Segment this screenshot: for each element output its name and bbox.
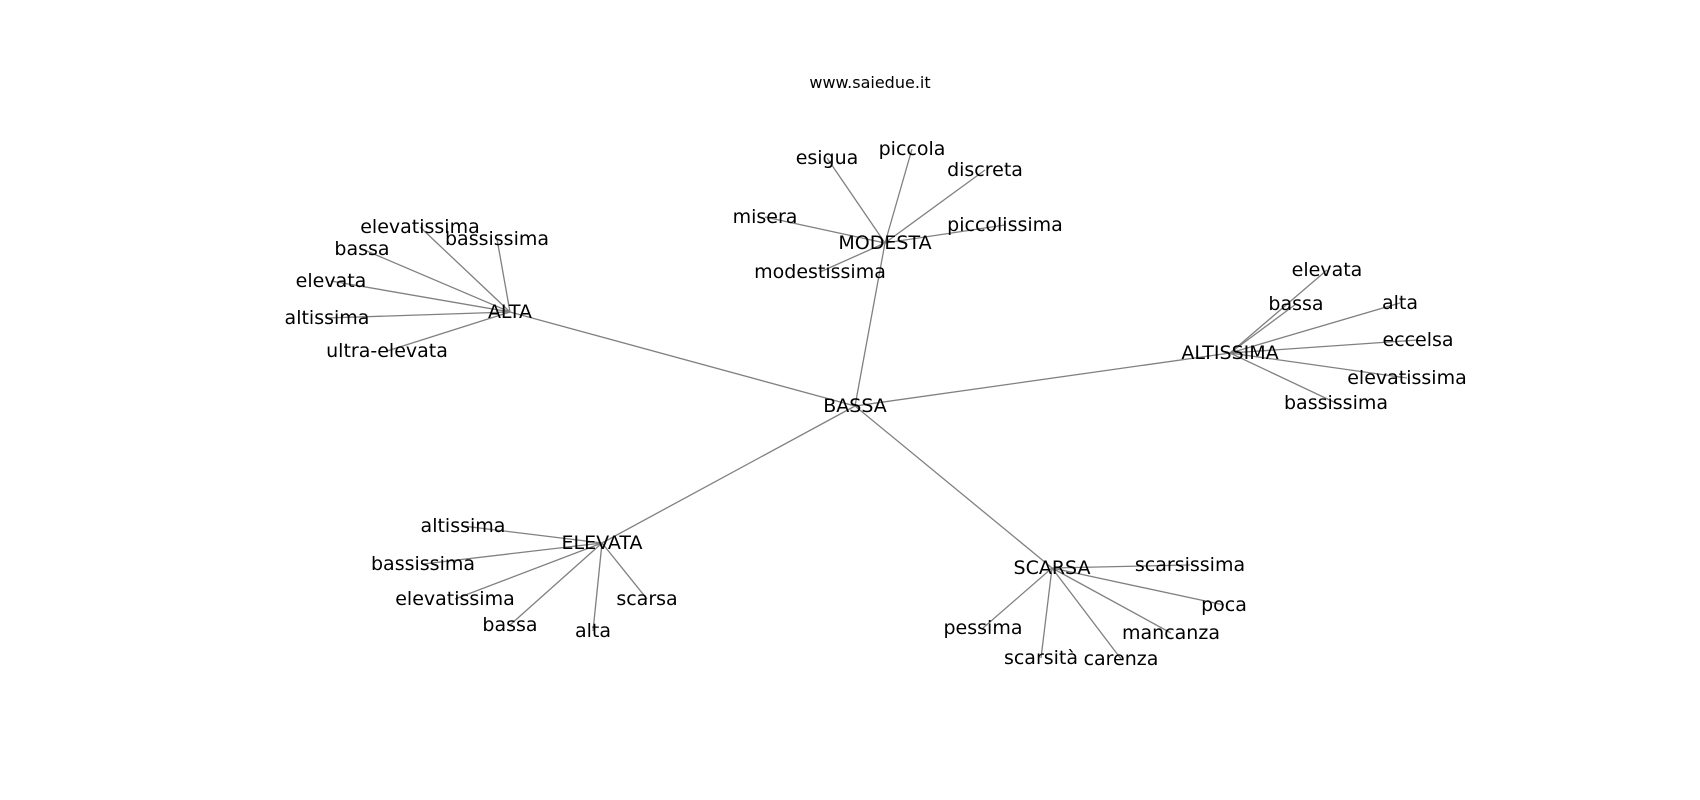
node-leaf-elevata-bassa: bassa	[482, 614, 537, 636]
node-leaf-alta-bassa: bassa	[334, 238, 389, 260]
edge-modesta-discreta	[884, 169, 986, 244]
node-hub-modesta: MODESTA	[838, 232, 931, 254]
edge-center-alta	[509, 311, 856, 407]
node-leaf-elevata-altissima: altissima	[421, 515, 506, 537]
edge-modesta-piccola	[884, 148, 913, 244]
node-leaf-modesta-discreta: discreta	[947, 159, 1023, 181]
node-leaf-alta-altissima: altissima	[285, 307, 370, 329]
edge-scarsa-scarsita	[1040, 567, 1053, 659]
node-leaf-elevata-bassissima: bassissima	[371, 553, 475, 575]
node-leaf-modesta-piccola: piccola	[879, 138, 946, 160]
node-leaf-alta-elevatissima: elevatissima	[360, 216, 480, 238]
edge-scarsa-scarsissima	[1051, 564, 1191, 569]
node-leaf-alta-ultra-elevata: ultra-elevata	[326, 340, 448, 362]
node-leaf-altissima-bassa: bassa	[1268, 293, 1323, 315]
node-leaf-scarsa-poca: poca	[1201, 594, 1247, 616]
edge-modesta-piccolissima	[884, 224, 1006, 244]
node-leaf-alta-elevata: elevata	[296, 270, 367, 292]
node-leaf-altissima-bassissima: bassissima	[1284, 392, 1388, 414]
edge-modesta-misera	[764, 216, 886, 244]
edge-altissima-bassa	[1229, 303, 1297, 354]
edge-altissima-eccelsa	[1229, 339, 1419, 354]
edge-center-altissima	[854, 352, 1231, 407]
watermark-text: www.saiedue.it	[809, 73, 930, 92]
node-leaf-altissima-eccelsa: eccelsa	[1382, 329, 1453, 351]
edge-modesta-modestissima	[819, 242, 886, 273]
edge-elevata-altissima	[462, 525, 603, 544]
edge-scarsa-pessima	[982, 567, 1053, 629]
node-leaf-modesta-piccolissima: piccolissima	[947, 214, 1063, 236]
node-hub-alta: ALTA	[488, 301, 532, 323]
edge-altissima-bassissima	[1229, 352, 1337, 404]
edge-alta-elevata	[330, 280, 511, 313]
edge-altissima-elevata	[1229, 269, 1328, 354]
edge-alta-bassa	[361, 248, 511, 313]
node-hub-altissima: ALTISSIMA	[1181, 342, 1278, 364]
edge-scarsa-mancanza	[1051, 567, 1172, 634]
node-leaf-modesta-esigua: esigua	[796, 147, 859, 169]
edge-elevata-bassa	[509, 542, 603, 626]
edge-elevata-bassissima	[422, 542, 603, 565]
node-leaf-elevata-alta: alta	[575, 620, 611, 642]
node-center: BASSA	[823, 395, 887, 417]
edge-elevata-alta	[592, 542, 603, 632]
edge-elevata-scarsa	[601, 542, 648, 600]
node-leaf-elevata-elevatissima: elevatissima	[395, 588, 515, 610]
node-leaf-scarsa-mancanza: mancanza	[1122, 622, 1220, 644]
node-leaf-altissima-elevatissima: elevatissima	[1347, 367, 1467, 389]
edge-elevata-elevatissima	[454, 542, 603, 600]
node-leaf-modesta-misera: misera	[733, 206, 798, 228]
edge-alta-bassissima	[496, 238, 511, 313]
node-leaf-elevata-scarsa: scarsa	[616, 588, 677, 610]
edge-altissima-elevatissima	[1229, 352, 1408, 379]
edges-layer	[326, 148, 1419, 660]
edge-modesta-esigua	[826, 157, 886, 244]
node-hub-scarsa: SCARSA	[1014, 557, 1091, 579]
node-leaf-modesta-modestissima: modestissima	[754, 261, 886, 283]
edge-center-elevata	[601, 405, 856, 544]
edge-alta-ultra-elevata	[386, 311, 511, 352]
node-leaf-alta-bassissima: bassissima	[445, 228, 549, 250]
edge-alta-altissima	[326, 311, 511, 319]
node-leaf-scarsa-scarsissima: scarsissima	[1135, 554, 1245, 576]
edge-center-modesta	[854, 242, 886, 407]
node-leaf-altissima-elevata: elevata	[1292, 259, 1363, 281]
node-leaf-scarsa-carenza: carenza	[1084, 648, 1159, 670]
edge-scarsa-carenza	[1051, 567, 1122, 660]
node-leaf-scarsa-scarsita: scarsità	[1004, 647, 1078, 669]
edge-center-scarsa	[854, 405, 1053, 569]
edge-alta-elevatissima	[419, 226, 511, 313]
node-leaf-altissima-alta: alta	[1382, 292, 1418, 314]
node-hub-elevata: ELEVATA	[561, 532, 642, 554]
node-leaf-scarsa-pessima: pessima	[944, 617, 1023, 639]
edge-altissima-alta	[1229, 302, 1401, 354]
edge-scarsa-poca	[1051, 567, 1225, 606]
